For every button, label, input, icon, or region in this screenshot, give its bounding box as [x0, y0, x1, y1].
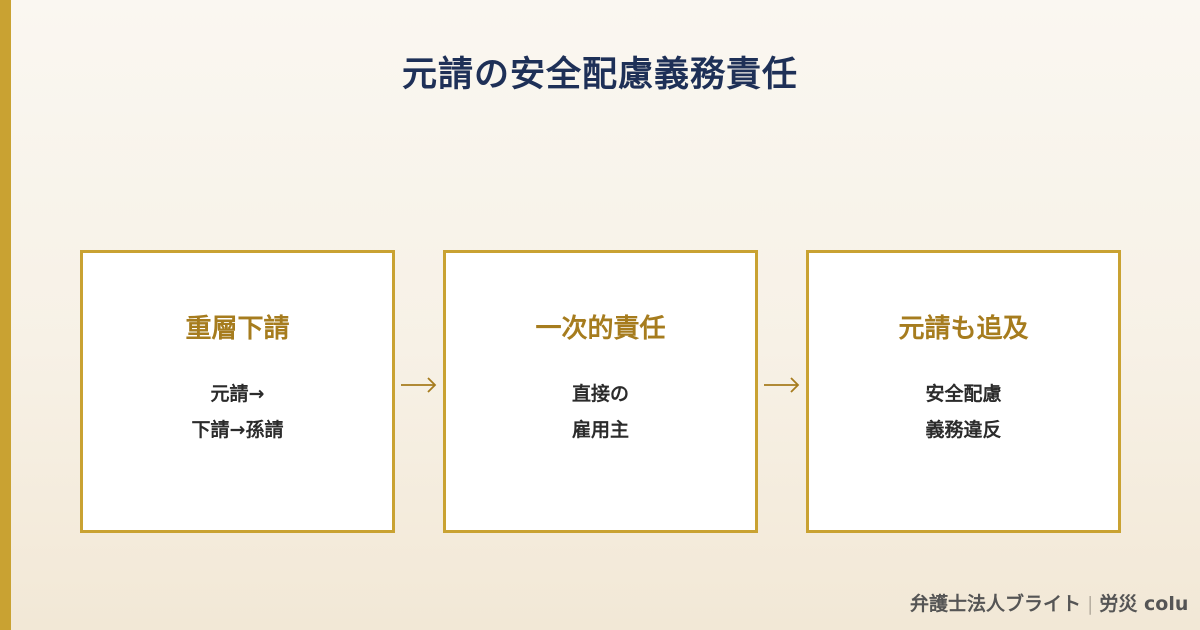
- page-title: 元請の安全配慮義務責任: [401, 55, 798, 95]
- footer-credit: 弁護士法人ブライト|労災 colu: [910, 589, 1188, 616]
- footer-separator: |: [1087, 593, 1094, 615]
- accent-bar: [0, 0, 11, 630]
- step-title: 重層下請: [185, 314, 290, 344]
- step-box-1: 重層下請 元請→ 下請→孫請: [80, 250, 395, 533]
- step-line: 雇用主: [571, 419, 629, 441]
- step-box-2: 一次的責任 直接の 雇用主: [443, 250, 758, 533]
- arrow-right-icon: [401, 377, 437, 393]
- step-line: 元請→: [210, 383, 265, 405]
- step-line: 直接の: [571, 383, 629, 405]
- step-box-3: 元請も追及 安全配慮 義務違反: [806, 250, 1121, 533]
- step-title: 元請も追及: [898, 314, 1029, 344]
- step-line: 安全配慮: [925, 383, 1002, 405]
- step-line: 義務違反: [925, 419, 1002, 441]
- footer-section: 労災 colu: [1099, 593, 1189, 615]
- step-title: 一次的責任: [535, 314, 666, 344]
- step-line: 下請→孫請: [191, 419, 284, 441]
- arrow-right-icon: [764, 377, 800, 393]
- footer-brand: 弁護士法人ブライト: [910, 593, 1082, 615]
